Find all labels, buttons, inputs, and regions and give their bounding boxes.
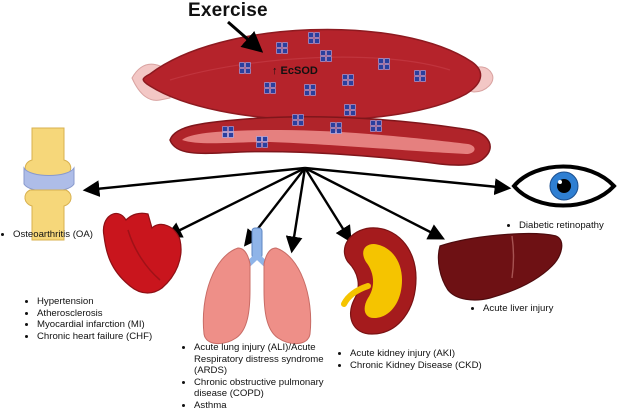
radiating-arrows [82,166,512,254]
ecsod-molecule-icon [320,50,332,62]
lungs-icon [202,227,312,344]
arrow-to-heart [164,166,306,238]
ecsod-molecule-icon [276,42,288,54]
disease-item: Osteoarthritis (OA) [13,229,132,241]
ecsod-label: ↑ EcSOD [272,65,318,77]
eye-disease-list: Diabetic retinopathy [508,220,624,232]
disease-item: Diabetic retinopathy [519,220,624,232]
ecsod-molecule-icon [239,62,251,74]
disease-item: Hypertension [37,296,206,308]
blood-vessel-icon [169,116,491,166]
ecsod-molecule-icon [378,58,390,70]
knee-joint-icon [23,127,75,241]
ecsod-molecules [222,32,426,148]
arrow-to-joint [82,166,306,198]
ecsod-molecule-icon [308,32,320,44]
ecsod-molecule-icon [264,82,276,94]
disease-item: Myocardial infarction (MI) [37,319,206,331]
ecsod-molecule-icon [344,104,356,116]
disease-item: Acute kidney injury (AKI) [350,348,529,360]
disease-item: Atherosclerosis [37,308,206,320]
ecsod-molecule-icon [256,136,268,148]
kidney-disease-list: Acute kidney injury (AKI)Chronic Kidney … [339,348,529,371]
disease-item: Chronic heart failure (CHF) [37,331,206,343]
disease-item: Chronic obstructive pulmonary disease (C… [194,377,345,400]
ecsod-molecule-icon [330,122,342,134]
ecsod-molecule-icon [370,120,382,132]
disease-item: Acute lung injury (ALI)/Acute Respirator… [194,342,345,377]
kidney-icon [341,227,417,335]
ecsod-molecule-icon [342,74,354,86]
eye-icon [511,164,617,208]
disease-item: Acute liver injury [483,303,622,315]
liver-disease-list: Acute liver injury [472,303,622,315]
arrow-to-kidney [303,167,352,243]
liver-icon [437,233,563,301]
ecsod-molecule-icon [292,114,304,126]
arrow-to-kidney-left [285,167,307,254]
joint-disease-list: Osteoarthritis (OA) [2,229,132,241]
arrow-to-eye [304,166,512,196]
ecsod-molecule-icon [414,70,426,82]
ecsod-molecule-icon [304,84,316,96]
muscle-icon [131,28,494,121]
lung-disease-list: Acute lung injury (ALI)/Acute Respirator… [183,342,345,411]
exercise-title: Exercise [188,0,268,21]
heart-icon [102,212,182,294]
ecsod-molecule-icon [222,126,234,138]
disease-item: Chronic Kidney Disease (CKD) [350,360,529,372]
exercise-arrow [227,20,264,53]
heart-disease-list: HypertensionAtherosclerosisMyocardial in… [26,296,206,342]
arrow-to-liver [304,166,445,240]
disease-item: Asthma [194,400,345,412]
